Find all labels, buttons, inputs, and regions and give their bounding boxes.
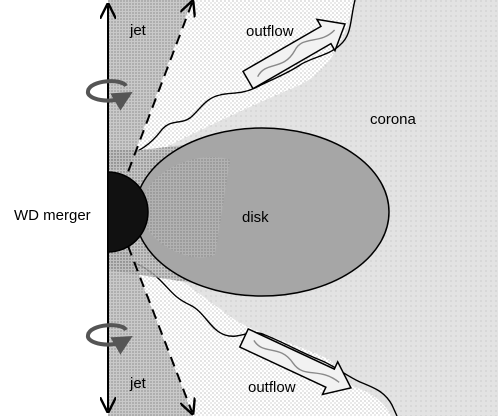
jet-bottom-label: jet xyxy=(129,375,147,392)
outflow-bottom-label: outflow xyxy=(248,379,296,396)
outflow-boundary-top xyxy=(124,0,356,159)
rotation-arrow-top-icon xyxy=(86,79,133,111)
jet-edge-top xyxy=(127,3,192,173)
wd-merger-label: WD merger xyxy=(14,207,91,224)
corona-label: corona xyxy=(370,111,417,128)
rotation-arrow-bottom-icon xyxy=(86,323,133,355)
wd-merger-body xyxy=(107,171,149,253)
jet-cone-bottom xyxy=(108,250,193,416)
outflow-arrow-bottom-icon xyxy=(238,327,353,396)
outflow-arrow-top-icon xyxy=(241,18,347,90)
jet-edge-bottom xyxy=(127,245,192,412)
jet-cone-top xyxy=(108,0,192,170)
disk-inner-shade xyxy=(140,157,230,258)
disk-label: disk xyxy=(242,209,269,226)
outflow-top-label: outflow xyxy=(246,23,294,40)
jet-top-label: jet xyxy=(129,22,147,39)
